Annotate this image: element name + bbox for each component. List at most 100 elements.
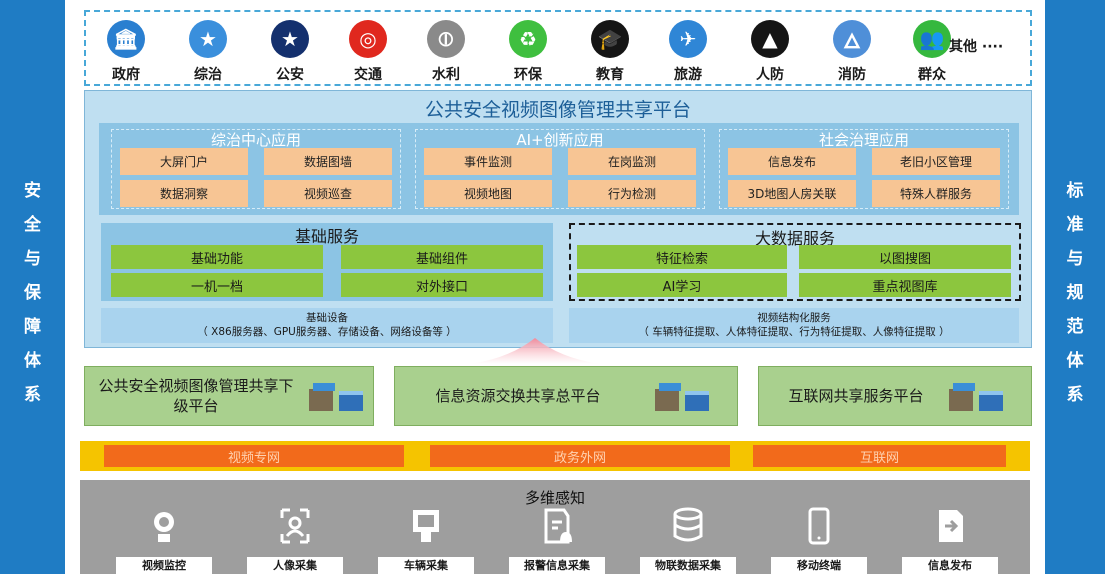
sub-platform-exchange[interactable]: 信息资源交换共享总平台: [394, 366, 738, 426]
service-tile[interactable]: 以图搜图: [799, 245, 1011, 269]
stakeholder-item[interactable]: 👥群众: [904, 18, 960, 84]
service-tile[interactable]: 基础组件: [341, 245, 543, 269]
stakeholder-others-label: 其他 ····: [949, 39, 1004, 55]
app-group-social-governance: 社会治理应用 信息发布 老旧小区管理 3D地图人房关联 特殊人群服务: [719, 129, 1009, 209]
stakeholder-item[interactable]: ⦶ 水利: [418, 18, 474, 84]
bigdata-services-title: 大数据服务: [754, 229, 835, 248]
stakeholder-label: 综治: [194, 67, 222, 83]
stakeholder-label: 消防: [838, 67, 866, 83]
security-banner-char: 障: [24, 317, 41, 337]
stakeholder-item[interactable]: ▲ 人防: [742, 18, 798, 84]
security-banner-char: 体: [24, 351, 41, 371]
security-banner-char: 安: [24, 181, 41, 201]
water-conservancy-icon: ⦶: [427, 20, 465, 58]
main-platform-panel: 公共安全视频图像管理共享平台 综治中心应用 大屏门户 数据图墙 数据洞察 视频巡…: [84, 90, 1032, 348]
stakeholder-panel: 🏛 政府 ★综治 ★公安 ◎ 交通 ⦶ 水利 ♻ 环保 🎓教育 ✈ 旅游 ▲ 人防 🜂消防 👥群众 其他 ···…: [84, 10, 1032, 86]
app-tile[interactable]: 数据洞察: [120, 180, 248, 207]
sensing-label: 人像采集: [247, 557, 343, 574]
government-icon: 🏛: [107, 20, 145, 58]
app-tile[interactable]: 老旧小区管理: [872, 148, 1000, 175]
mobile-phone-icon: [800, 506, 838, 546]
app-tile[interactable]: 特殊人群服务: [872, 180, 1000, 207]
stakeholder-item[interactable]: ✈ 旅游: [660, 18, 716, 84]
infrastructure-devices: 基础设备 （ X86服务器、GPU服务器、存储设备、网络设备等 ）: [101, 308, 553, 343]
standards-banner-char: 与: [1066, 249, 1084, 269]
sensing-item[interactable]: 信息发布: [902, 506, 998, 574]
face-scan-icon: [276, 506, 314, 546]
sub-platform-lower[interactable]: 公共安全视频图像管理共享下级平台: [84, 366, 374, 426]
stakeholder-label: 人防: [756, 67, 784, 83]
app-tile[interactable]: 3D地图人房关联: [728, 180, 856, 207]
tourism-icon: ✈: [669, 20, 707, 58]
network-bar: 视频专网 政务外网 互联网: [80, 441, 1030, 471]
network-government[interactable]: 政务外网: [430, 445, 730, 467]
app-tile[interactable]: 行为检测: [568, 180, 696, 207]
sensing-item[interactable]: 物联数据采集: [640, 506, 736, 574]
app-group-comprehensive: 综治中心应用 大屏门户 数据图墙 数据洞察 视频巡查: [111, 129, 401, 209]
service-tile[interactable]: 对外接口: [341, 273, 543, 297]
server-icon: [947, 379, 1009, 413]
standards-system-banner: 标准与规范体系: [1045, 0, 1105, 574]
stakeholder-label: 环保: [514, 67, 542, 83]
service-tile[interactable]: 重点视图库: [799, 273, 1011, 297]
people-icon: 👥: [913, 20, 951, 58]
service-tile[interactable]: 特征检索: [577, 245, 787, 269]
service-tile[interactable]: 基础功能: [111, 245, 323, 269]
sensing-label: 视频监控: [116, 557, 212, 574]
stakeholder-item[interactable]: 🏛 政府: [98, 18, 154, 84]
app-tile[interactable]: 信息发布: [728, 148, 856, 175]
stakeholder-label: 水利: [432, 67, 460, 83]
application-layer: 综治中心应用 大屏门户 数据图墙 数据洞察 视频巡查 AI+创新应用 事件监测 …: [99, 123, 1019, 215]
stakeholder-item[interactable]: ◎ 交通: [340, 18, 396, 84]
app-tile[interactable]: 大屏门户: [120, 148, 248, 175]
app-tile[interactable]: 视频巡查: [264, 180, 392, 207]
stakeholder-item[interactable]: ★公安: [262, 18, 318, 84]
network-internet[interactable]: 互联网: [753, 445, 1006, 467]
upward-arrow-icon: [470, 338, 600, 364]
security-banner-char: 保: [24, 283, 41, 303]
standards-banner-char: 范: [1066, 317, 1084, 337]
standards-banner-char: 准: [1066, 215, 1084, 235]
stakeholder-item[interactable]: ♻ 环保: [500, 18, 556, 84]
sub-platform-label: 信息资源交换共享总平台: [435, 387, 601, 405]
stakeholder-item[interactable]: ★综治: [180, 18, 236, 84]
app-tile[interactable]: 在岗监测: [568, 148, 696, 175]
app-tile[interactable]: 数据图墙: [264, 148, 392, 175]
sensing-item[interactable]: 移动终端: [771, 506, 867, 574]
sub-platform-internet[interactable]: 互联网共享服务平台: [758, 366, 1032, 426]
stakeholder-row: 🏛 政府 ★综治 ★公安 ◎ 交通 ⦶ 水利 ♻ 环保 🎓教育 ✈ 旅游 ▲ 人防 🜂消防 👥群众: [98, 18, 1028, 84]
stakeholder-label: 教育: [596, 67, 624, 83]
publish-document-icon: [931, 506, 969, 546]
app-group-title: 综治中心应用: [210, 131, 301, 149]
service-tile[interactable]: 一机一档: [111, 273, 323, 297]
sensing-item[interactable]: 车辆采集: [378, 506, 474, 574]
sensing-label: 信息发布: [902, 557, 998, 574]
environment-icon: ♻: [509, 20, 547, 58]
stakeholder-label: 政府: [112, 67, 140, 83]
network-video-private[interactable]: 视频专网: [104, 445, 404, 467]
app-tile[interactable]: 视频地图: [424, 180, 552, 207]
sensing-item[interactable]: 报警信息采集: [509, 506, 605, 574]
basic-services-title: 基础服务: [294, 227, 359, 246]
sensing-item[interactable]: 视频监控: [116, 506, 212, 574]
platform-title: 公共安全视频图像管理共享平台: [424, 99, 691, 121]
app-group-title: 社会治理应用: [818, 131, 909, 149]
sensing-item[interactable]: 人像采集: [247, 506, 343, 574]
stakeholder-label: 旅游: [674, 67, 702, 83]
infra-title: 视频结构化服务: [757, 312, 831, 324]
steering-wheel-icon: ◎: [349, 20, 387, 58]
basic-services-panel: 基础服务 基础功能 基础组件 一机一档 对外接口: [101, 223, 553, 301]
alarm-document-icon: [538, 506, 576, 546]
stakeholder-label: 交通: [354, 67, 382, 83]
infra-detail: （ X86服务器、GPU服务器、存储设备、网络设备等 ）: [197, 326, 457, 338]
stakeholder-item[interactable]: 🎓教育: [582, 18, 638, 84]
civil-defense-icon: ▲: [751, 20, 789, 58]
app-tile[interactable]: 事件监测: [424, 148, 552, 175]
bigdata-services-panel: 大数据服务 特征检索 以图搜图 AI学习 重点视图库: [569, 223, 1021, 301]
video-structuring-service: 视频结构化服务 （ 车辆特征提取、人体特征提取、行为特征提取、人像特征提取 ）: [569, 308, 1019, 343]
service-tile[interactable]: AI学习: [577, 273, 787, 297]
infra-detail: （ 车辆特征提取、人体特征提取、行为特征提取、人像特征提取 ）: [638, 326, 950, 338]
stakeholder-item[interactable]: 🜂消防: [824, 18, 880, 84]
infra-title: 基础设备: [306, 312, 348, 324]
standards-banner-char: 系: [1066, 385, 1084, 405]
